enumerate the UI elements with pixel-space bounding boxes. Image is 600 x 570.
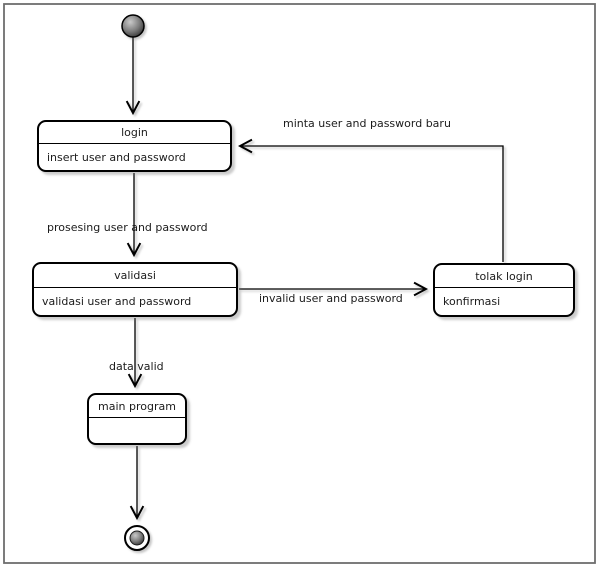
state-tolak-login: tolak login konfirmasi <box>433 263 575 317</box>
state-main-program-title: main program <box>98 399 176 413</box>
state-validasi-body: validasi user and password <box>34 287 236 315</box>
edge-label-validasi-to-tolak-login: invalid user and password <box>259 292 403 305</box>
state-login-body: insert user and password <box>39 143 230 170</box>
state-main-program: main program <box>87 393 187 445</box>
state-tolak-login-body: konfirmasi <box>435 287 573 315</box>
initial-state-icon <box>121 14 145 38</box>
state-main-program-body <box>89 417 185 443</box>
state-validasi-title: validasi <box>114 269 156 282</box>
final-state-icon <box>124 525 150 551</box>
state-validasi: validasi validasi user and password <box>32 262 238 317</box>
state-login-title: login <box>121 126 148 139</box>
edge-label-login-to-validasi: prosesing user and password <box>47 221 208 234</box>
state-tolak-login-title: tolak login <box>475 269 533 283</box>
diagram-border-frame <box>3 3 596 564</box>
edge-label-tolak-login-to-login: minta user and password baru <box>283 117 451 130</box>
edge-tolak-login-to-login <box>237 138 504 262</box>
edge-label-validasi-to-main-program: data valid <box>109 360 164 373</box>
state-login: login insert user and password <box>37 120 232 172</box>
